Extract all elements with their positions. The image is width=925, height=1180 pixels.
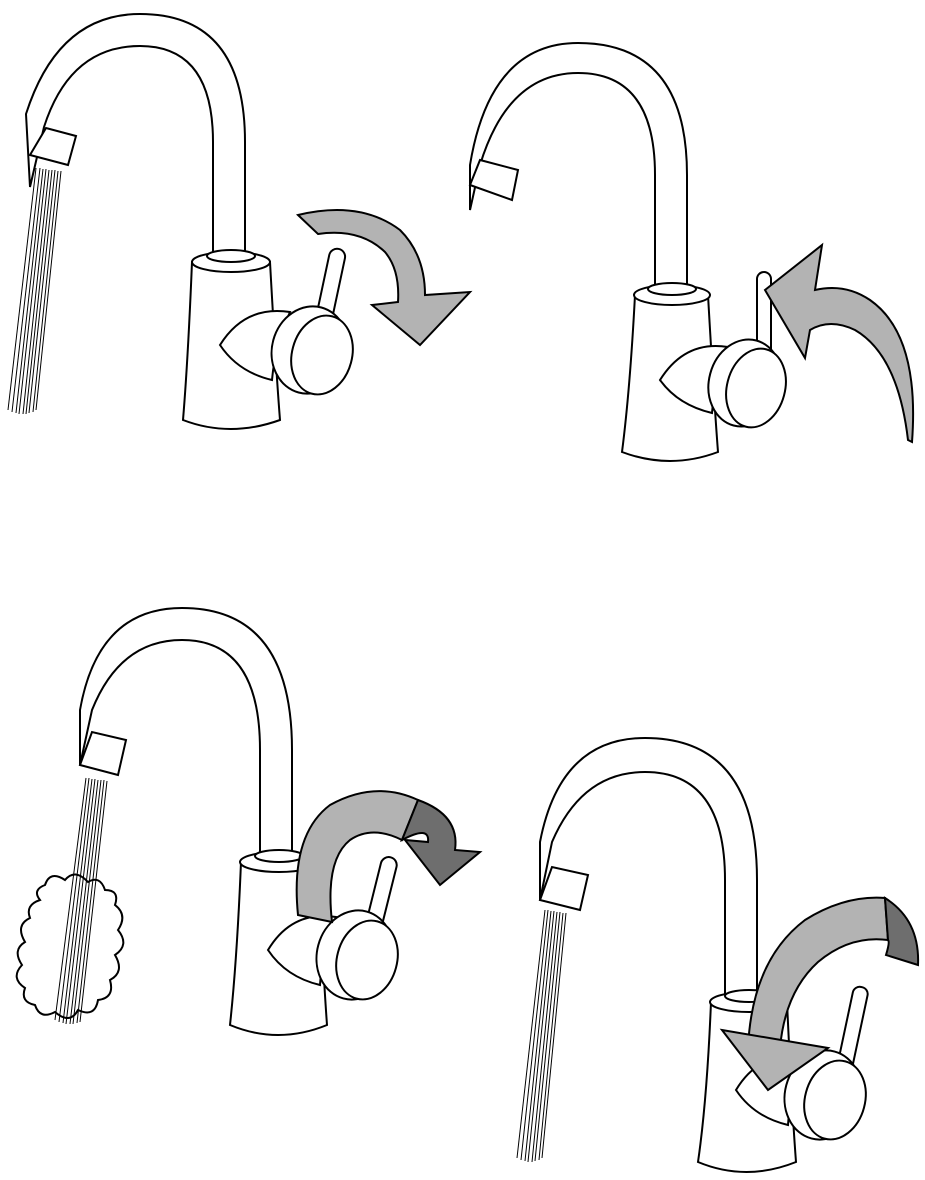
faucet-spout bbox=[540, 738, 757, 1000]
step-cold-panel bbox=[500, 730, 925, 1180]
step-close-panel bbox=[450, 0, 925, 470]
water-stream bbox=[55, 778, 107, 1024]
steam-cloud-icon bbox=[17, 874, 124, 1018]
water-stream bbox=[8, 168, 61, 414]
water-stream bbox=[517, 910, 566, 1162]
faucet-spout bbox=[470, 43, 687, 310]
step-hot-panel bbox=[0, 600, 490, 1100]
step-open-panel bbox=[0, 0, 480, 440]
faucet-spout bbox=[80, 608, 292, 860]
faucet-spout bbox=[26, 14, 245, 282]
curved-arrow-up-left-icon bbox=[765, 245, 913, 442]
